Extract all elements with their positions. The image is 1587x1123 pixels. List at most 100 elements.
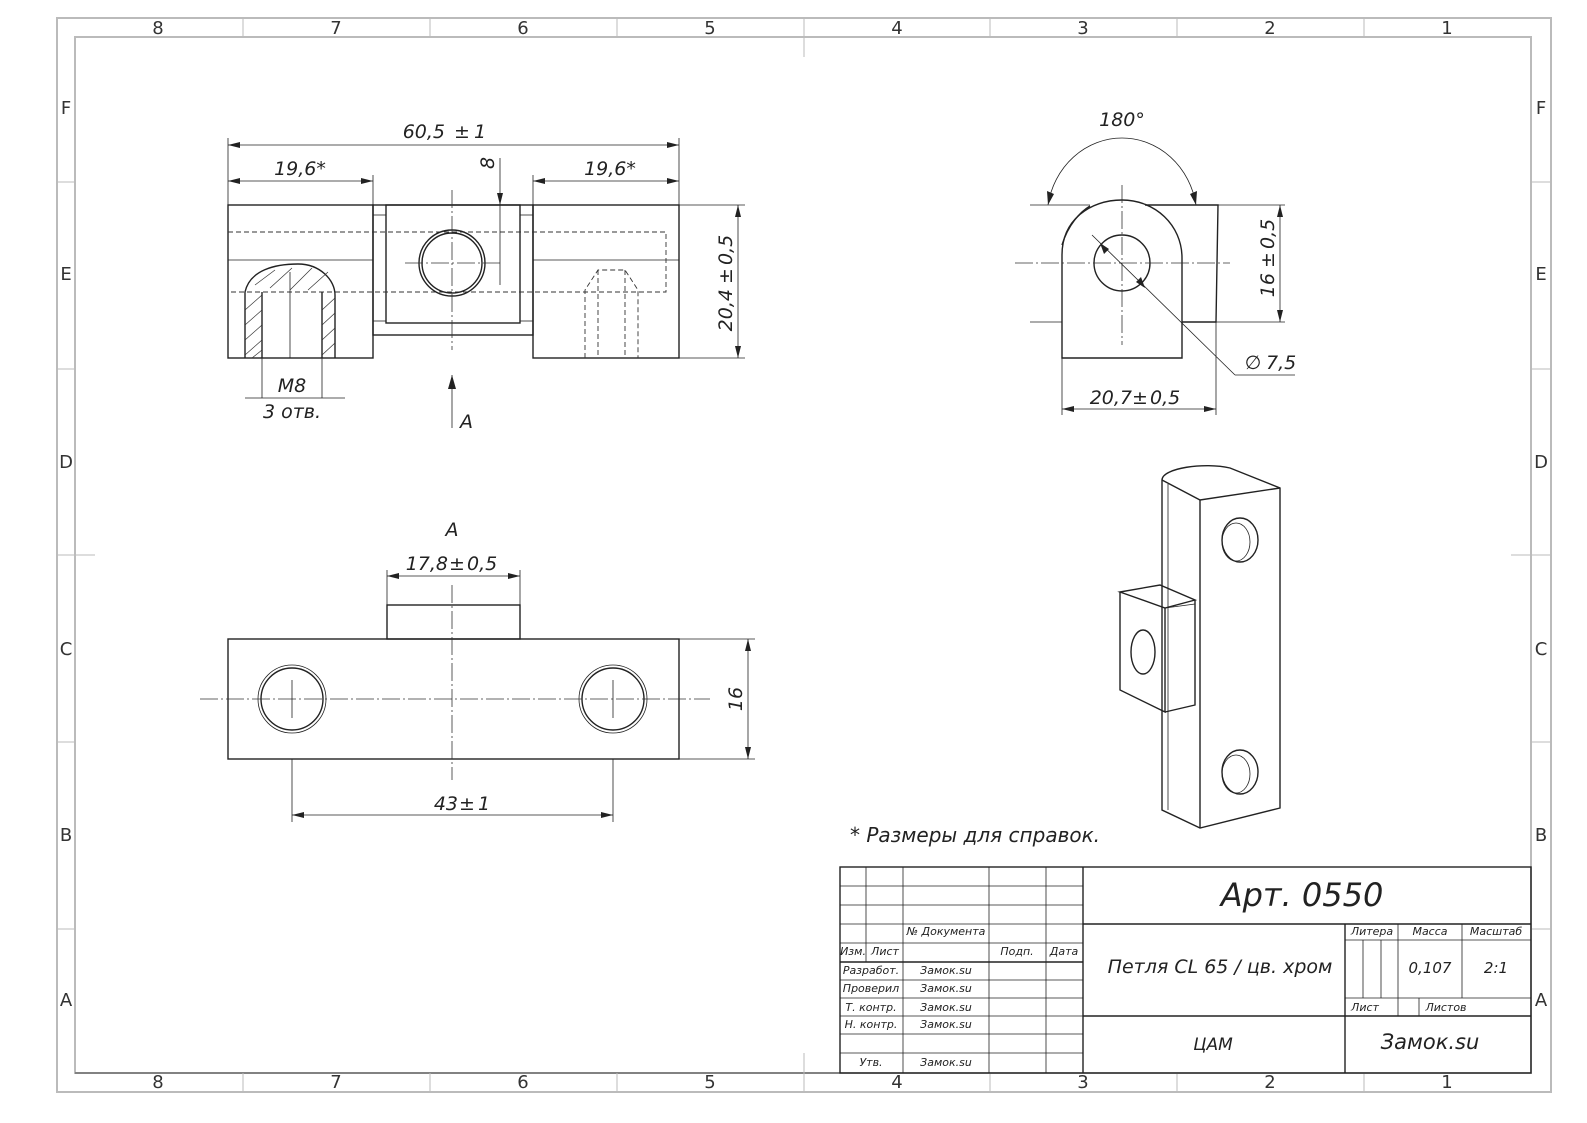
col-list-header: Лист [870, 945, 899, 958]
zone-row-e-left: E [60, 264, 71, 285]
col-izm-header: Изм. [840, 945, 866, 958]
name-approver: Замок.su [920, 1056, 972, 1069]
view-arrow-label: A [458, 411, 473, 433]
dim-side-height-tol: 0,5 [1257, 219, 1279, 249]
front-right-leaf [532, 204, 680, 359]
view-a-knuckle [386, 604, 521, 640]
front-knuckle [372, 204, 534, 336]
zone-row-b-left: B [60, 825, 72, 846]
front-knuckle-inner [385, 204, 521, 324]
dim-height-tol: 0,5 [715, 235, 737, 265]
dim-thread: M8 [278, 375, 306, 397]
role-checker: Проверил [843, 982, 899, 995]
zone-col-6-top: 6 [517, 18, 528, 39]
view-a-title: A [444, 519, 459, 541]
article-number: Арт. 0550 [1219, 876, 1384, 914]
zone-col-1-bottom: 1 [1441, 1072, 1452, 1093]
dim-angle: 180° [1099, 109, 1145, 131]
col-podp-header: Подп. [1000, 945, 1033, 958]
zone-col-7-top: 7 [330, 18, 341, 39]
iso-knuckle-hole [1130, 629, 1156, 675]
dim-diameter: 7,5 [1266, 352, 1296, 374]
scale-value: 2:1 [1484, 959, 1508, 977]
role-tech-control: Т. контр. [845, 1001, 896, 1014]
iso-hole-bottom [1221, 749, 1259, 795]
zone-col-8-bottom: 8 [152, 1072, 163, 1093]
dim-side-width-tol: 0,5 [1150, 387, 1180, 409]
dim-side-height: 16 [1257, 273, 1279, 297]
dim-diameter-sym: ∅ [1245, 352, 1262, 374]
zone-row-e-right: E [1535, 264, 1546, 285]
name-norm-control: Замок.su [920, 1018, 972, 1031]
dim-right-leaf: 19,6* [584, 158, 636, 180]
dim-plate-height: 16 [725, 687, 747, 711]
zone-row-a-left: A [60, 990, 73, 1011]
dim-hole-tol: 1 [478, 793, 490, 815]
dim-overall-length: 60,5 [403, 121, 445, 143]
dim-side-height-tol-sign: ± [1257, 252, 1279, 268]
name-tech-control: Замок.su [920, 1001, 972, 1014]
dim-knuckle-tol: 0,5 [467, 553, 497, 575]
mass-label: Масса [1412, 925, 1447, 938]
role-developer: Разработ. [843, 964, 899, 977]
name-developer: Замок.su [920, 964, 972, 977]
zone-col-6-bottom: 6 [517, 1072, 528, 1093]
dim-thread-count: 3 отв. [263, 401, 321, 423]
dim-knuckle-width: 17,8 [406, 553, 448, 575]
dim-height-tol-sign: ± [715, 268, 737, 284]
role-approver: Утв. [859, 1056, 882, 1069]
zone-col-8-top: 8 [152, 18, 163, 39]
zone-row-c-right: C [1535, 639, 1548, 660]
zone-row-a-right: A [1535, 990, 1548, 1011]
dim-offset: 8 [477, 157, 499, 169]
col-data-header: Дата [1049, 945, 1079, 958]
view-a: A 17,8 ± 0,5 16 43 ± 1 [200, 519, 755, 822]
dim-overall-tol: 1 [474, 121, 486, 143]
scale-label: Масштаб [1470, 925, 1522, 938]
zone-row-b-right: B [1535, 825, 1547, 846]
doc-number-header: № Документа [906, 925, 986, 938]
section-hatch [244, 267, 336, 359]
dim-hole-tol-sign: ± [459, 793, 475, 815]
dim-knuckle-tol-sign: ± [449, 553, 465, 575]
mass-value: 0,107 [1409, 959, 1452, 977]
zone-col-4-bottom: 4 [891, 1072, 902, 1093]
iso-hole-top [1221, 517, 1259, 563]
inner-frame [74, 36, 1532, 1074]
title-block: Арт. 0550 Петля CL 65 / цв. хром ЦАМ Зам… [839, 866, 1532, 1074]
zone-col-5-bottom: 5 [704, 1072, 715, 1093]
organization: ЦАМ [1193, 1035, 1233, 1055]
zone-row-c-left: C [60, 639, 73, 660]
dim-side-width: 20,7 [1090, 387, 1132, 409]
company-name: Замок.su [1381, 1030, 1480, 1054]
zone-col-2-bottom: 2 [1264, 1072, 1275, 1093]
zone-col-2-top: 2 [1264, 18, 1275, 39]
litera-label: Литера [1350, 925, 1394, 938]
role-norm-control: Н. контр. [845, 1018, 898, 1031]
zone-col-3-bottom: 3 [1077, 1072, 1088, 1093]
name-checker: Замок.su [920, 982, 972, 995]
side-view: 180° 16 ± 0,5 ∅ 7,5 20,7 ± 0,5 [1015, 109, 1296, 415]
zone-ticks [57, 18, 1551, 1092]
dim-height: 20,4 [715, 289, 737, 331]
zone-row-d-right: D [1534, 452, 1548, 473]
zone-col-4-top: 4 [891, 18, 902, 39]
zone-col-7-bottom: 7 [330, 1072, 341, 1093]
zone-col-5-top: 5 [704, 18, 715, 39]
dim-side-width-tol-sign: ± [1132, 387, 1148, 409]
zone-col-1-top: 1 [1441, 18, 1452, 39]
reference-note: * Размеры для справок. [850, 823, 1100, 847]
sheets-label: Листов [1424, 1001, 1466, 1014]
dim-hole-spacing: 43 [434, 793, 458, 815]
zone-col-3-top: 3 [1077, 18, 1088, 39]
isometric-view [1117, 464, 1281, 829]
part-name: Петля CL 65 / цв. хром [1108, 956, 1333, 978]
zone-row-f-right: F [1536, 98, 1546, 119]
sheet-label: Лист [1350, 1001, 1379, 1014]
zone-row-f-left: F [61, 98, 71, 119]
dim-overall-tol-sign: ± [454, 121, 470, 143]
dim-left-leaf: 19,6* [274, 158, 326, 180]
front-view: 60,5 ± 1 19,6* 19,6* 8 20,4 ± 0,5 M8 3 о… [227, 121, 745, 433]
zone-row-d-left: D [59, 452, 73, 473]
